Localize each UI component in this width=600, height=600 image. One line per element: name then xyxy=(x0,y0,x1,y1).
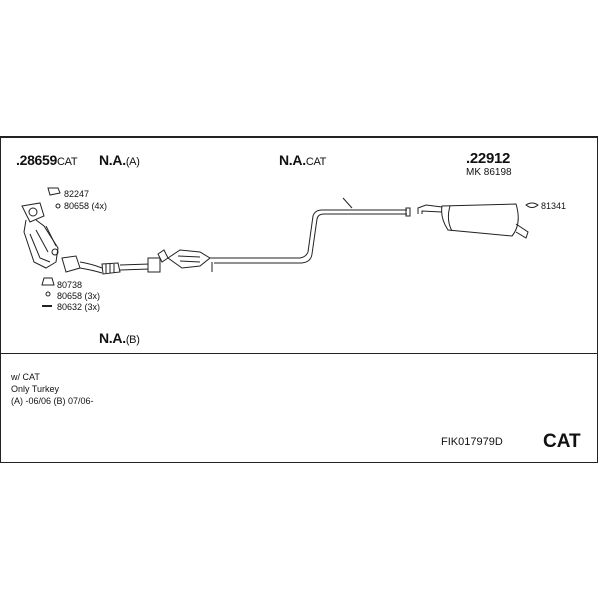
rear-muffler-part-label: .22912 xyxy=(466,150,511,167)
kit-code: FIK017979D xyxy=(441,436,503,448)
flange-gasket-icon xyxy=(41,277,55,286)
rubber-mount-icon xyxy=(525,202,539,208)
callout-80632-3x: 80632 (3x) xyxy=(57,302,101,312)
middle-pipe-drawing xyxy=(214,197,411,264)
diagram-frame xyxy=(0,136,598,463)
na-b-label: N.A.(B) xyxy=(99,330,140,346)
note-only-turkey: Only Turkey xyxy=(11,384,60,394)
manifold-catalyst-drawing xyxy=(21,202,59,269)
catalytic-converter-drawing xyxy=(157,249,214,272)
section-divider xyxy=(0,353,598,354)
gasket-icon xyxy=(47,187,61,196)
callout-80738: 80738 xyxy=(57,280,83,290)
na-cat-label: N.A.CAT xyxy=(279,152,327,168)
callout-82247: 82247 xyxy=(64,189,90,199)
note-date-range: (A) -06/06 (B) 07/06- xyxy=(11,396,94,406)
flex-pipe-drawing xyxy=(61,255,161,275)
front-catalyst-part-label: .28659CAT xyxy=(16,152,78,168)
na-a-label: N.A.(A) xyxy=(99,152,140,168)
rear-muffler-drawing xyxy=(417,203,529,239)
nut-icon xyxy=(55,203,61,209)
callout-81341: 81341 xyxy=(541,201,567,211)
kit-type: CAT xyxy=(543,431,581,452)
nut-small-icon xyxy=(45,291,51,297)
callout-80658-3x: 80658 (3x) xyxy=(57,291,101,301)
note-with-cat: w/ CAT xyxy=(11,372,40,382)
mk-reference-label: MK 86198 xyxy=(466,167,512,178)
callout-80658-4x: 80658 (4x) xyxy=(64,201,108,211)
